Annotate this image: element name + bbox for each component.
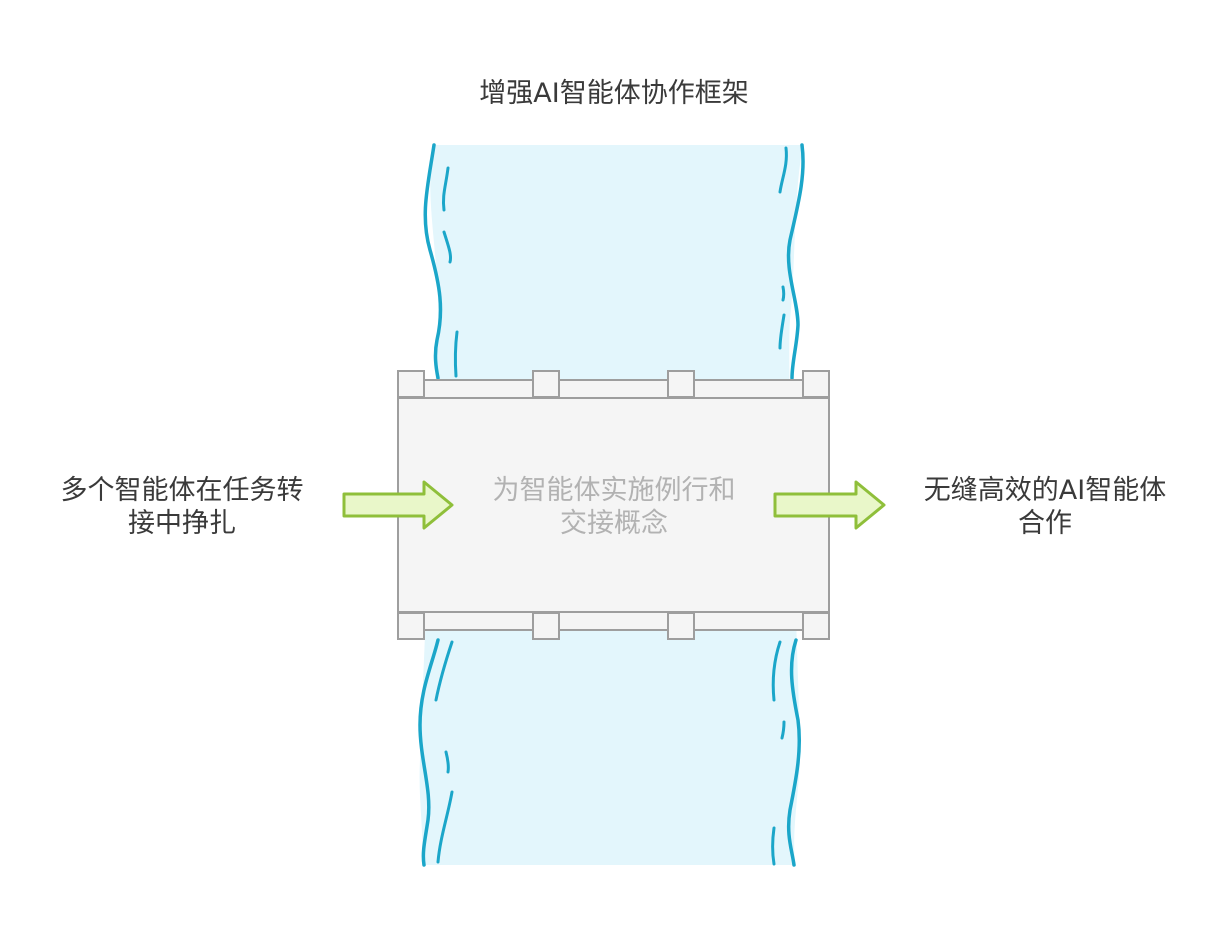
river-right-ripple-2 <box>781 285 786 302</box>
river-left-bank-lower <box>418 638 440 867</box>
river-left-ripple-3 <box>453 330 459 378</box>
bridge-bottom-rail <box>397 611 830 631</box>
river-left-ripple-2 <box>442 230 452 264</box>
river-right-ripple-6 <box>771 826 776 866</box>
river-right-ripple-3 <box>778 313 786 350</box>
diagram-title: 增强AI智能体协作框架 <box>479 78 748 109</box>
input-arrow-icon <box>342 480 454 530</box>
river-right-ripple-5 <box>780 720 786 740</box>
bridge-post-top-1 <box>397 370 425 398</box>
river-left-bank-upper <box>423 143 443 380</box>
river-left-ripple-5 <box>444 750 450 774</box>
river-left-ripple-6 <box>436 790 454 864</box>
output-label-line-1: 无缝高效的AI智能体 <box>924 475 1166 506</box>
output-arrow-icon <box>773 480 886 530</box>
input-label-line-2: 接中挣扎 <box>128 508 236 539</box>
river-left-ripple-4 <box>434 640 454 702</box>
river-right-ripple-4 <box>771 640 782 702</box>
bridge <box>397 370 830 640</box>
bridge-top-rail <box>397 379 830 399</box>
bridge-post-bottom-4 <box>802 612 830 640</box>
process-label-line-1: 为智能体实施例行和 <box>493 475 736 506</box>
process-label-line-2: 交接概念 <box>560 508 668 539</box>
river-left-ripple-1 <box>442 166 450 212</box>
river-right-bank-lower <box>786 638 802 867</box>
river-right-bank-upper <box>786 143 805 380</box>
bridge-post-bottom-2 <box>532 612 560 640</box>
bridge-post-bottom-3 <box>667 612 695 640</box>
bridge-post-top-4 <box>802 370 830 398</box>
bridge-post-bottom-1 <box>397 612 425 640</box>
bridge-deck <box>397 397 830 613</box>
bridge-post-top-2 <box>532 370 560 398</box>
river-right-ripple-1 <box>778 146 788 194</box>
output-label-line-2: 合作 <box>1018 508 1072 539</box>
input-label-line-1: 多个智能体在任务转 <box>61 475 304 506</box>
bridge-post-top-3 <box>667 370 695 398</box>
